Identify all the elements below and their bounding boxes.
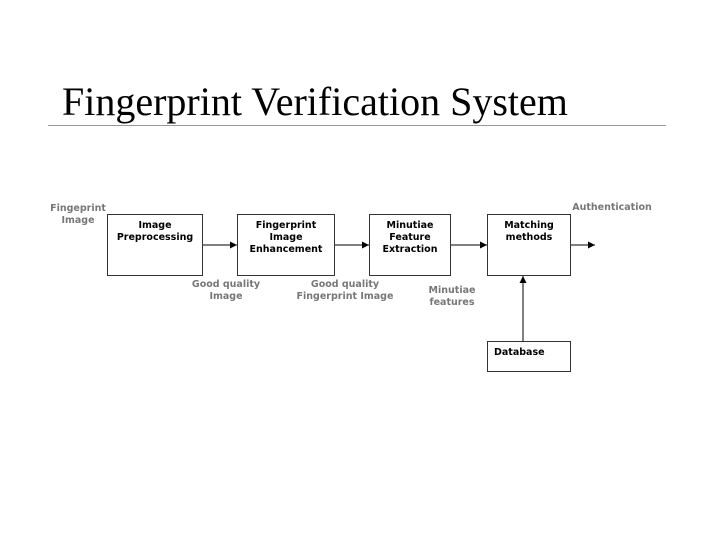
- input-label: Fingeprint Image: [46, 203, 110, 227]
- label-line: Fingeprint: [50, 203, 106, 214]
- block-label-line: Minutiae: [386, 220, 434, 231]
- label-line: features: [429, 297, 475, 308]
- block-label-line: Preprocessing: [116, 232, 194, 243]
- block-label-line: Fingerprint: [255, 220, 317, 231]
- minutiae-extraction-block: Minutiae Feature Extraction: [369, 214, 451, 276]
- block-label-line: Extraction: [382, 244, 438, 255]
- block-label-line: Enhancement: [249, 244, 323, 255]
- label-line: Image: [61, 215, 95, 226]
- image-preprocessing-block: Image Preprocessing: [107, 214, 203, 276]
- minutiae-features-label: Minutiae features: [417, 285, 487, 309]
- page-title: Fingerprint Verification System: [62, 79, 568, 124]
- good-quality-fingerprint-image-label: Good quality Fingerprint Image: [285, 279, 405, 303]
- block-label-line: Feature: [389, 232, 431, 243]
- fingerprint-enhancement-block: Fingerprint Image Enhancement: [237, 214, 335, 276]
- block-label-line: Image: [269, 232, 303, 243]
- block-label-line: Image: [138, 220, 172, 231]
- label-line: Authentication: [572, 202, 652, 213]
- label-line: Fingerprint Image: [296, 291, 394, 302]
- label-line: Good quality: [310, 279, 380, 290]
- database-block: Database: [487, 341, 571, 372]
- title-divider: [48, 125, 666, 126]
- label-line: Image: [209, 291, 243, 302]
- good-quality-image-label: Good quality Image: [181, 279, 271, 303]
- block-label-line: methods: [505, 232, 553, 243]
- database-label: Database: [494, 347, 545, 358]
- label-line: Good quality: [191, 279, 261, 290]
- output-label: Authentication: [566, 202, 658, 214]
- label-line: Minutiae: [428, 285, 476, 296]
- matching-methods-block: Matching methods: [487, 214, 571, 276]
- block-label-line: Matching: [504, 220, 554, 231]
